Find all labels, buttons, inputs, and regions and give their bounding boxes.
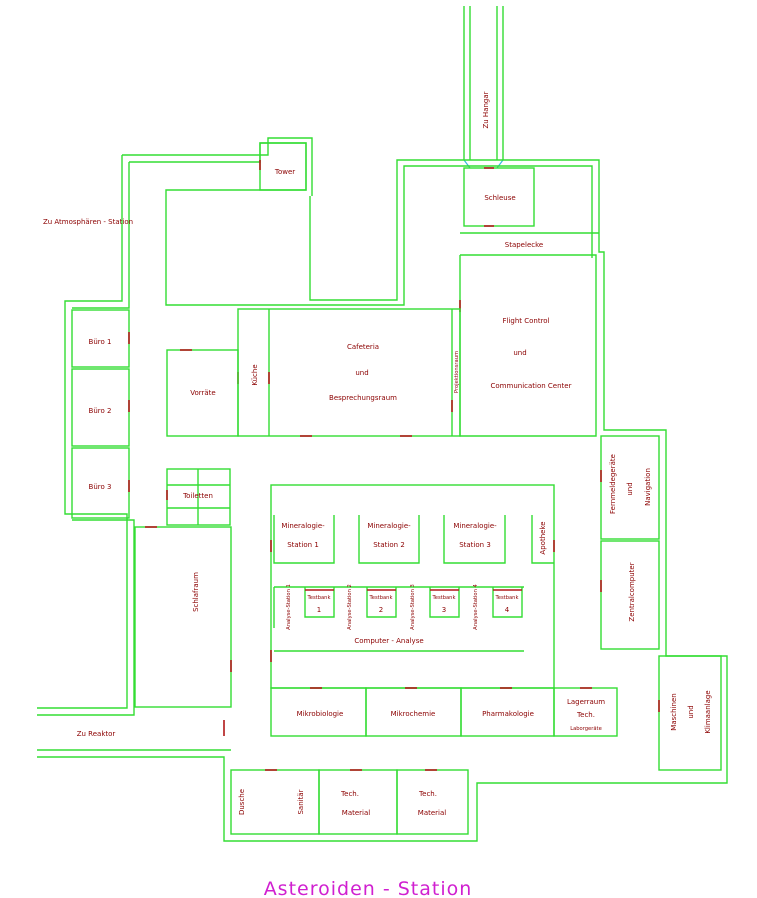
bottom-service-rooms — [223, 720, 469, 835]
room-flight-control — [459, 254, 597, 437]
label-schleuse: Schleuse — [484, 194, 515, 202]
label-zentralcomputer: Zentralcomputer — [628, 562, 636, 621]
label-maschinen-und: und — [687, 705, 695, 718]
label-buero-2: Büro 2 — [89, 407, 112, 415]
label-cafeteria-1: Cafeteria — [347, 343, 379, 351]
label-dusche: Dusche — [238, 789, 246, 815]
label-lager-tech: Tech. — [576, 711, 595, 719]
label-stapelecke: Stapelecke — [505, 241, 543, 249]
label-apotheke: Apotheke — [539, 521, 547, 554]
label-tech-material-2b: Material — [418, 809, 446, 817]
label-projektion: Projektionsraum — [454, 351, 460, 393]
label-kueche: Küche — [251, 364, 259, 385]
label-pharmakologie: Pharmakologie — [482, 710, 534, 718]
label-atmosphaeren: Zu Atmosphären - Station — [43, 218, 133, 226]
label-reaktor: Zu Reaktor — [77, 730, 116, 738]
label-testbank-2: Testbank — [369, 595, 393, 601]
label-testbank-1: Testbank — [307, 595, 331, 601]
label-analyse-2: Analyse-Station 2 — [347, 584, 353, 630]
label-schlafraum: Schlafraum — [192, 572, 200, 612]
central-lab-block — [270, 484, 555, 689]
label-testbank-4-num: 4 — [505, 606, 510, 614]
label-mineralogie-2a: Mineralogie- — [367, 522, 411, 530]
room-tower — [259, 142, 307, 191]
label-testbank-2-num: 2 — [379, 606, 383, 614]
label-toiletten: Toiletten — [182, 492, 213, 500]
label-lagerraum: Lagerraum — [567, 698, 605, 706]
label-laborgeraete: Laborgeräte — [570, 726, 602, 732]
label-vorraete: Vorräte — [190, 389, 216, 397]
label-klimaanlage: Klimaanlage — [704, 690, 712, 733]
labels: Zu Hangar Tower Schleuse Zu Atmosphären … — [43, 91, 712, 817]
hangar-corridor — [463, 6, 504, 169]
label-flight-3: Communication Center — [491, 382, 572, 390]
label-buero-1: Büro 1 — [89, 338, 112, 346]
label-mikrochemie: Mikrochemie — [391, 710, 436, 718]
label-tech-material-1a: Tech. — [340, 790, 359, 798]
outer-wall — [37, 137, 728, 842]
label-fernmelde-und: und — [626, 482, 634, 495]
room-schleuse — [463, 167, 535, 227]
label-computer-analyse: Computer - Analyse — [354, 637, 423, 645]
label-flight-2: und — [513, 349, 526, 357]
label-mineralogie-1b: Station 1 — [287, 541, 319, 549]
label-testbank-3-num: 3 — [442, 606, 446, 614]
label-sanitaer: Sanitär — [297, 789, 305, 814]
bottom-lab-row — [270, 687, 618, 737]
label-flight-1: Flight Control — [502, 317, 549, 325]
label-buero-3: Büro 3 — [89, 483, 112, 491]
label-testbank-4: Testbank — [495, 595, 519, 601]
label-analyse-3: Analyse-Station 3 — [410, 584, 416, 630]
label-mineralogie-2b: Station 2 — [373, 541, 405, 549]
label-cafeteria-3: Besprechungsraum — [329, 394, 397, 402]
label-mineralogie-1a: Mineralogie- — [281, 522, 325, 530]
label-hangar: Zu Hangar — [482, 91, 490, 128]
label-navigation: Navigation — [644, 468, 652, 506]
page-title: Asteroiden - Station — [264, 878, 473, 898]
label-tech-material-2a: Tech. — [418, 790, 437, 798]
room-toiletten — [166, 468, 231, 526]
label-mikrobiologie: Mikrobiologie — [297, 710, 344, 718]
room-bueros — [71, 309, 130, 519]
label-tech-material-1b: Material — [342, 809, 370, 817]
room-schlafraum — [134, 526, 232, 708]
room-east-wing — [600, 435, 722, 771]
label-testbank-1-num: 1 — [317, 606, 321, 614]
label-tower: Tower — [274, 168, 295, 176]
label-mineralogie-3b: Station 3 — [459, 541, 491, 549]
room-vorraete — [166, 349, 239, 437]
label-analyse-1: Analyse-Station 1 — [286, 584, 292, 630]
label-maschinen: Maschinen — [670, 693, 678, 730]
room-cafeteria-block — [237, 308, 461, 437]
label-testbank-3: Testbank — [432, 595, 456, 601]
label-analyse-4: Analyse-Station 4 — [473, 583, 479, 629]
label-fernmelde: Fernmeldegeräte — [609, 454, 617, 514]
label-mineralogie-3a: Mineralogie- — [453, 522, 497, 530]
label-cafeteria-2: und — [355, 369, 368, 377]
